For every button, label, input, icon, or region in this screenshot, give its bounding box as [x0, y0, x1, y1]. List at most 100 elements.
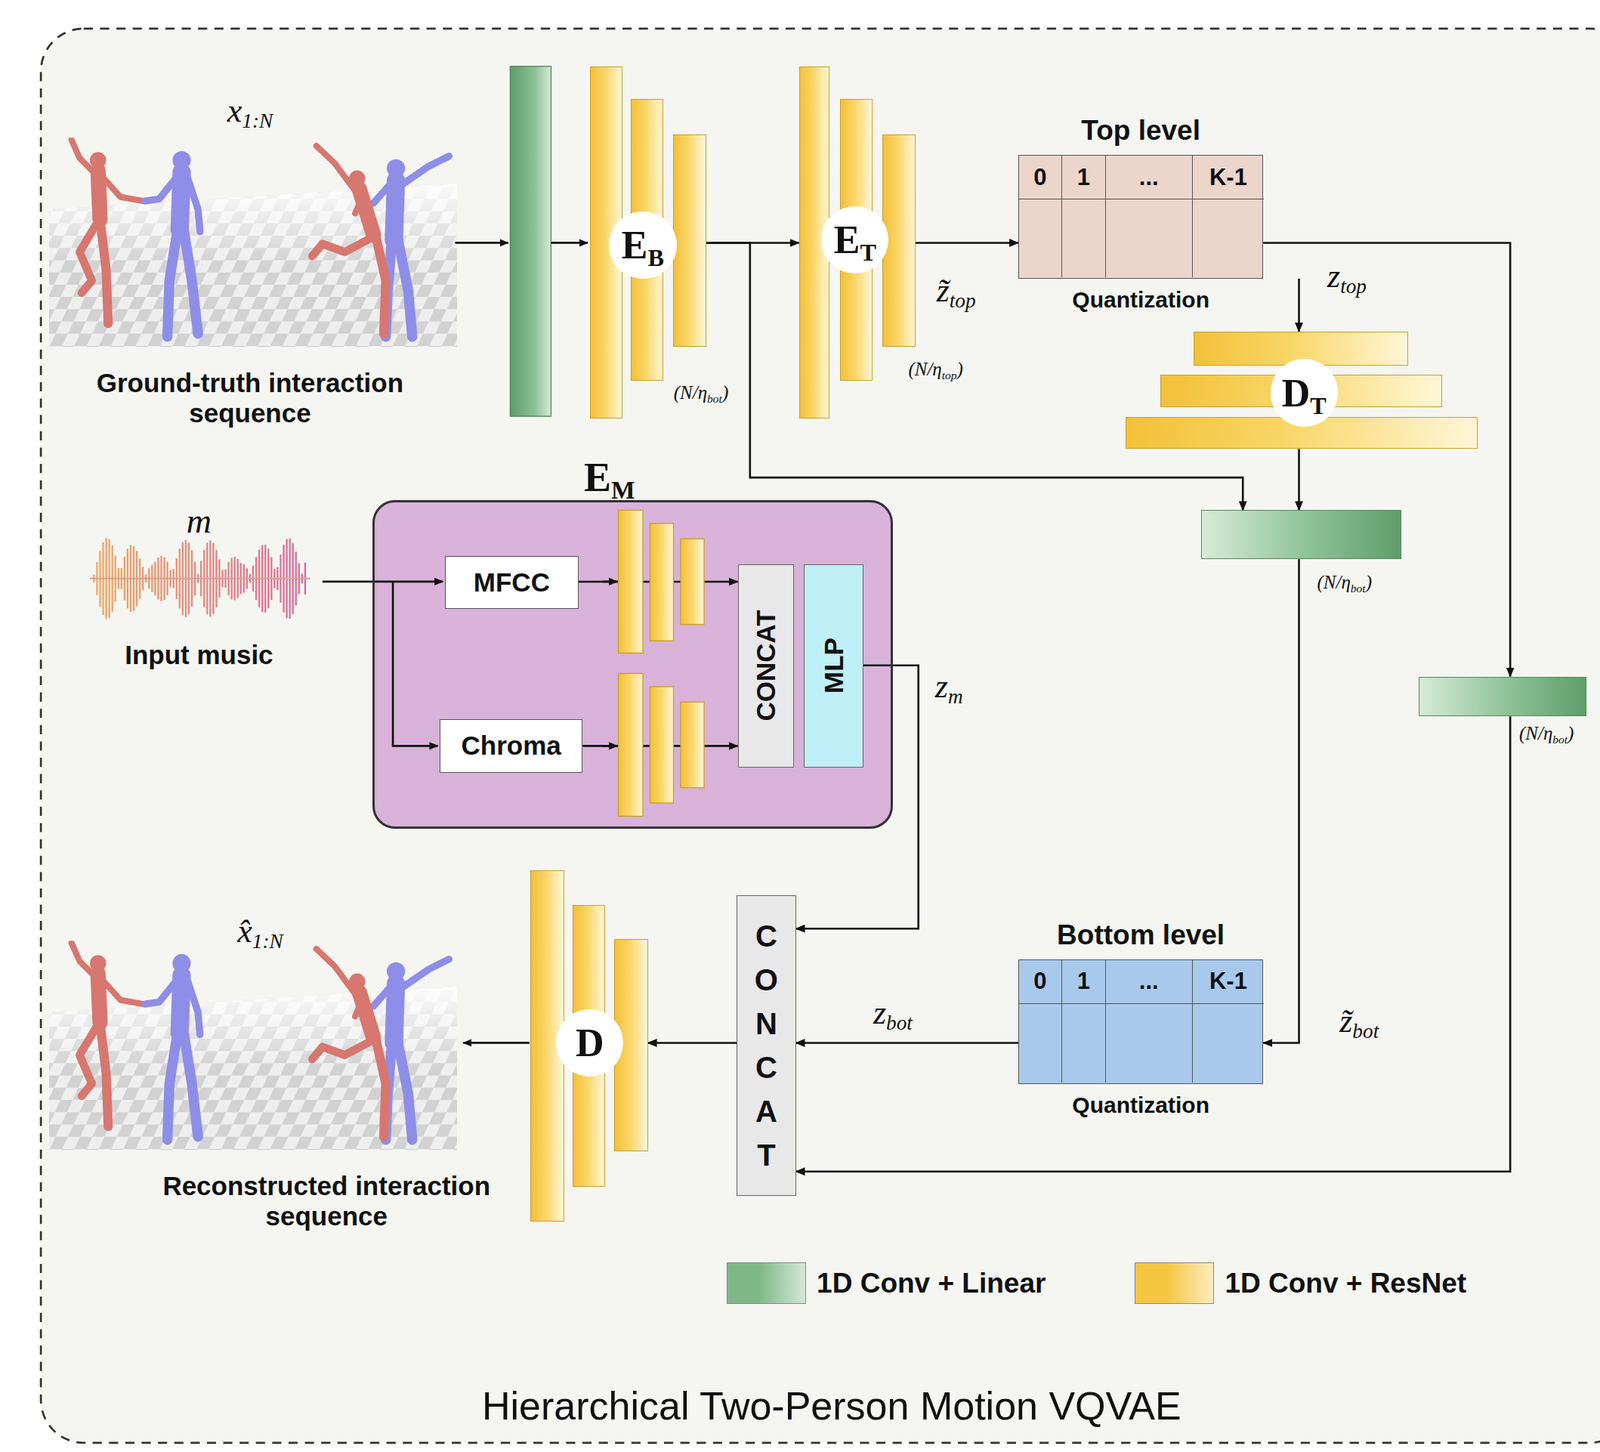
block-label: EB [621, 222, 665, 268]
diagram-title: Hierarchical Two-Person Motion VQVAE [481, 1383, 1182, 1429]
legend-item: 1D Conv + Linear [726, 1262, 1047, 1304]
code-cell: K-1 [1192, 960, 1265, 1004]
code-cell: 0 [1019, 155, 1063, 200]
dimension-label: (N/ηtop) [908, 358, 964, 380]
code-index: K-1 [1209, 967, 1248, 995]
dimension-label: (N/ηbot) [1316, 571, 1372, 594]
subscript: bot [1350, 581, 1366, 595]
dimension-label: (N/ηbot) [1519, 722, 1575, 745]
interaction-illustration [49, 139, 458, 347]
connector-arrow [1297, 278, 1301, 332]
subscript: T [1309, 391, 1327, 419]
group-heading: EM [583, 454, 636, 501]
caption-text: Quantization [1071, 287, 1210, 313]
caption-text: Ground-truth interaction sequence [38, 367, 462, 429]
text-part: (N/η [1519, 722, 1553, 744]
math-symbol: x1:N [227, 90, 273, 130]
linear-layer: (N/ηbot) [1418, 676, 1588, 717]
conv-layer [673, 134, 706, 347]
linear-layer: (N/ηbot) [1201, 509, 1402, 560]
wires [322, 581, 530, 1044]
edge-label: zbot [870, 992, 916, 1032]
code-cell: ... [1105, 960, 1193, 1004]
code-cell [1105, 199, 1193, 277]
edge-label: z̃top [933, 270, 980, 309]
text-part: ) [957, 358, 964, 380]
subscript: bot [1552, 732, 1568, 746]
math-symbol: m [186, 500, 212, 541]
box-label: MFCC [473, 567, 550, 598]
code-cell [1192, 1003, 1265, 1083]
subscript: bot [707, 392, 723, 405]
decoder-block: D [530, 870, 648, 1222]
waveform [89, 537, 311, 619]
subscript: B [648, 243, 665, 271]
mlp-box: MLP [803, 564, 863, 768]
code-cell: 1 [1062, 155, 1106, 200]
legend-label: 1D Conv + ResNet [1224, 1267, 1467, 1300]
wires [602, 581, 618, 746]
block-label: ET [833, 217, 877, 263]
caption-text: Reconstructed interaction sequence [103, 1170, 550, 1232]
edge-label: zm [932, 666, 967, 705]
feature-box: MFCC [444, 555, 579, 609]
concat-box: CONCAT [738, 564, 794, 768]
block-badge: EB [608, 211, 677, 279]
level-heading: Bottom level [1056, 919, 1225, 952]
edge-label: z̃bot [1336, 1000, 1382, 1040]
code-index: 0 [1033, 163, 1047, 192]
subscript: bot [1352, 1019, 1379, 1042]
text-part: x̂ [237, 911, 253, 949]
connector-arrow [1263, 559, 1299, 1043]
frame [40, 28, 1600, 1443]
connector-arrow [648, 1041, 738, 1045]
text-part: (N/η [1316, 571, 1350, 593]
subscript: top [949, 288, 977, 312]
legend-swatch [726, 1262, 807, 1304]
text-part: (N/η [673, 382, 708, 403]
text-part: x [227, 91, 243, 129]
code-cell: K-1 [1192, 155, 1265, 200]
legend-item: 1D Conv + ResNet [1134, 1262, 1467, 1304]
subscript: 1:N [241, 109, 273, 133]
edge-label: ztop [1324, 256, 1370, 295]
text-part: z̃ [1339, 1001, 1353, 1039]
encoder-block: EB [589, 66, 707, 419]
code-cell [1062, 1003, 1106, 1083]
text-part: D [1281, 371, 1311, 415]
text-part: ) [1365, 571, 1372, 593]
connector-arrow [915, 241, 1019, 245]
code-cell [1192, 199, 1265, 277]
code-index: ... [1139, 967, 1159, 995]
code-cell: 0 [1019, 960, 1063, 1004]
code-index: 0 [1033, 967, 1047, 995]
caption-text: Input music [124, 639, 273, 671]
codebook-table: Bottom level01...K-1Quantization [1018, 959, 1264, 1085]
codebook-table: Top level01...K-1Quantization [1018, 154, 1264, 278]
code-cell [1105, 1003, 1193, 1083]
text-part: E [833, 218, 861, 262]
decoder-block: DT [1125, 331, 1478, 449]
connector-arrow [796, 716, 1511, 1171]
conv-stack [618, 509, 705, 816]
text-part: z̃ [936, 271, 950, 309]
box-label: Chroma [461, 730, 562, 761]
subscript: T [860, 238, 878, 266]
legend-swatch [1134, 1262, 1214, 1304]
block-label: D [575, 1020, 605, 1066]
connector-arrow [1297, 448, 1301, 510]
connector-arrow [1263, 242, 1511, 677]
connector-arrow [796, 1041, 1019, 1045]
music-encoder: EMMFCCChromaCONCATMLP [372, 500, 893, 829]
music-encoder-fill [372, 500, 893, 829]
text-part: z [1327, 256, 1341, 294]
text-part: z [873, 993, 887, 1031]
dimension-label: (N/ηbot) [673, 382, 729, 404]
caption-text: Quantization [1071, 1092, 1210, 1119]
subscript: bot [886, 1011, 913, 1035]
block-badge: ET [821, 206, 889, 274]
code-index: 1 [1077, 163, 1091, 192]
code-cell: 1 [1062, 960, 1106, 1004]
text-part: ) [722, 382, 729, 403]
subscript: M [611, 475, 636, 504]
